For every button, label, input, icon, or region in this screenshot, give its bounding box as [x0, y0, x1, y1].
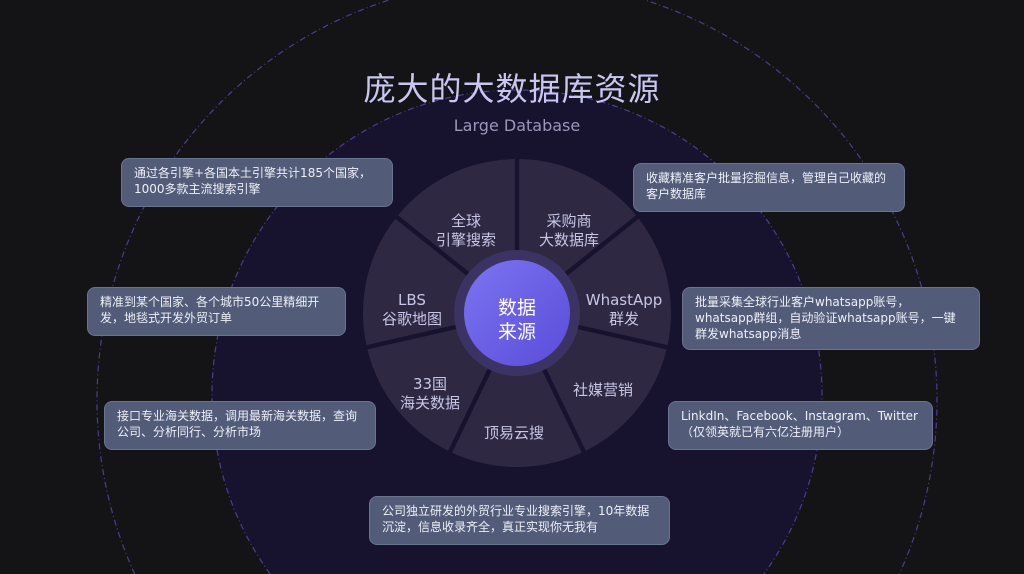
label-line: 采购商: [546, 212, 592, 230]
wheel-segment: [544, 328, 667, 451]
label-line: 大数据库: [538, 231, 599, 249]
label-line: 全球: [450, 212, 481, 230]
label-line: 顶易云搜: [483, 424, 544, 442]
label-line: WhastApp: [585, 291, 663, 309]
wheel-segment: [367, 328, 490, 451]
card-buyers: 收藏精准客户批量挖掘信息，管理自己收藏的客户数据库: [633, 163, 905, 212]
wheel-segment: [397, 159, 515, 274]
card-customs: 接口专业海关数据，调用最新海关数据，查询公司、分析同行、分析市场: [104, 401, 376, 450]
label-line: 社媒营销: [572, 381, 633, 399]
page-subtitle: Large Database: [453, 116, 581, 135]
inner-dashed-ring: [211, 89, 823, 574]
card-social: LinkdIn、Facebook、Instagram、Twitter（仅领英就已…: [668, 401, 933, 450]
label-line: 引擎搜索: [435, 231, 496, 249]
segment-wheel: [363, 159, 671, 467]
segment-label-buyers: 采购商大数据库: [514, 212, 624, 250]
wheel-segment: [452, 367, 582, 467]
wheel-segment: [565, 218, 671, 346]
center-circle: [464, 260, 570, 366]
card-engine: 通过各引擎+各国本土引擎共计185个国家，1000多款主流搜索引擎: [121, 158, 393, 207]
page-title: 庞大的大数据库资源: [363, 70, 661, 108]
label-line: LBS: [398, 291, 426, 309]
center-line1: 数据: [497, 297, 536, 319]
wheel-segment: [519, 159, 637, 274]
label-line: 海关数据: [399, 394, 460, 412]
center-line2: 来源: [497, 321, 536, 343]
label-line: 群发: [608, 310, 639, 328]
card-dingyi: 公司独立研发的外贸行业专业搜索引擎，10年数据沉淀，信息收录齐全，真正实现你无我…: [369, 496, 670, 545]
segment-label-engine: 全球引擎搜索: [411, 212, 521, 250]
segment-label-customs: 33国海关数据: [375, 375, 485, 413]
label-line: 33国: [412, 375, 448, 393]
card-whatsapp: 批量采集全球行业客户whatsapp账号，whatsapp群组，自动验证what…: [682, 287, 980, 350]
center-label: 数据 来源: [477, 296, 557, 344]
wheel-segment: [363, 218, 469, 346]
segment-label-dingyi: 顶易云搜: [459, 424, 569, 443]
segment-label-social: 社媒营销: [548, 381, 658, 400]
label-line: 谷歌地图: [381, 310, 442, 328]
card-lbs: 精准到某个国家、各个城市50公里精细开发，地毯式开发外贸订单: [87, 287, 346, 336]
